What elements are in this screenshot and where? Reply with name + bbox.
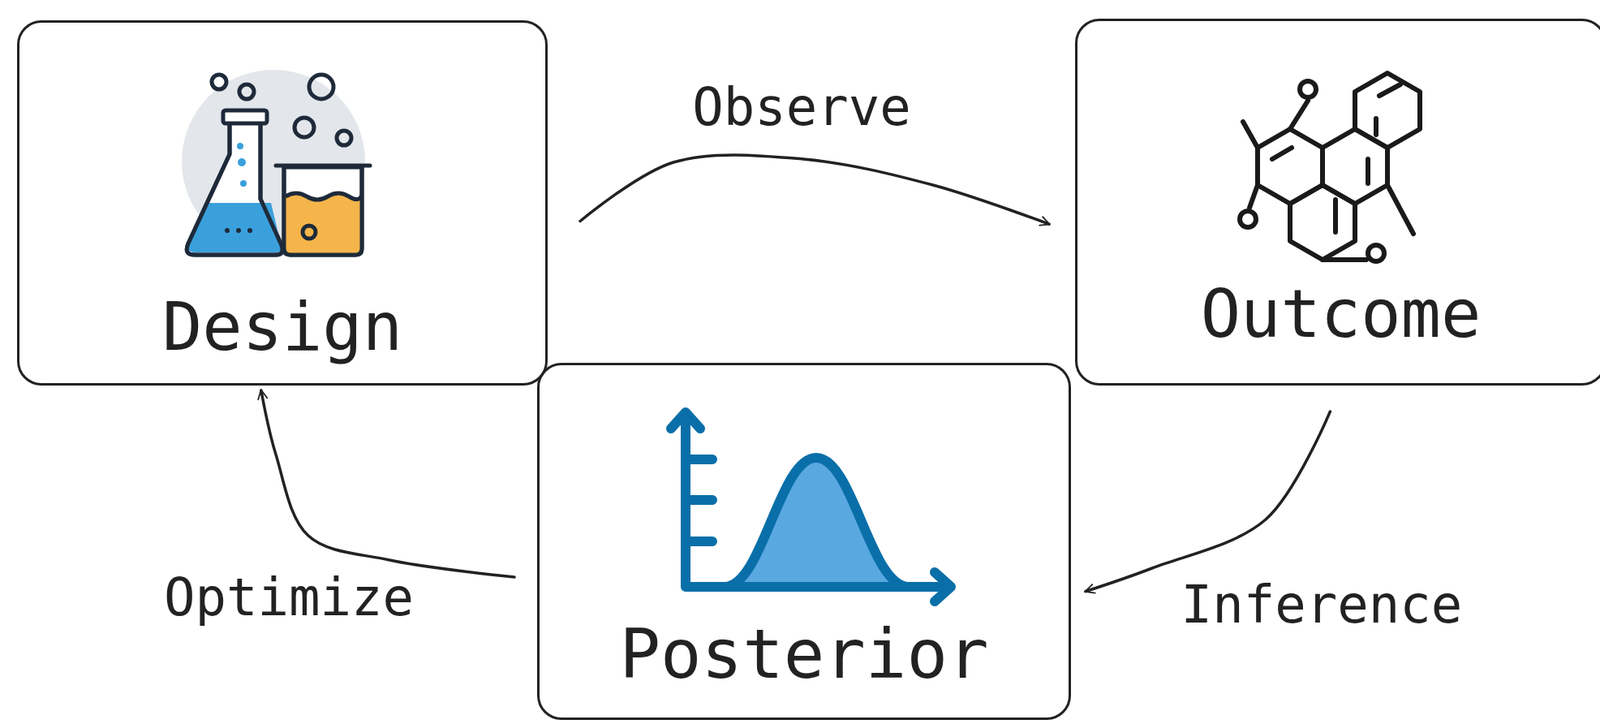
lab-glassware-icon — [181, 69, 370, 255]
distribution-chart-icon — [670, 412, 951, 602]
process-box: Design — [17, 20, 548, 386]
node-title: Design — [19, 293, 546, 361]
molecule-icon — [1239, 73, 1420, 262]
flow-arrow — [261, 390, 515, 577]
edge-label: Observe — [687, 79, 917, 135]
node-title: Outcome — [1077, 280, 1600, 348]
ring-bond — [1257, 129, 1323, 204]
edge-label: Optimize — [159, 569, 419, 625]
edge-label: Inference — [1176, 576, 1468, 633]
process-box: Posterior — [537, 362, 1071, 720]
flow-arrow — [1085, 411, 1330, 592]
process-box: Outcome — [1075, 18, 1600, 386]
flow-arrow — [580, 154, 1050, 224]
node-title: Posterior — [539, 619, 1069, 689]
